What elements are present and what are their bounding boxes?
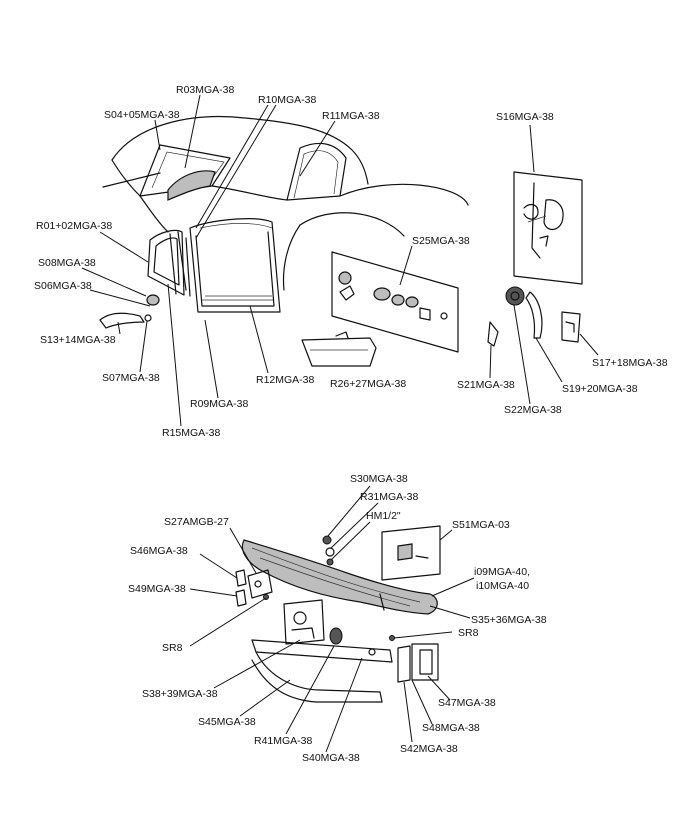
label-r01-02mga-38: R01+02MGA-38: [36, 220, 113, 232]
label-s13-14mga-38: S13+14MGA-38: [40, 334, 116, 346]
r26-pocket: [301, 331, 377, 367]
label-r41mga-38: R41MGA-38: [254, 735, 313, 747]
label-sr8-left: SR8: [162, 642, 183, 654]
label-s35-36mga-38: S35+36MGA-38: [471, 614, 547, 626]
s16-striker-plate: [513, 171, 583, 285]
label-r11mga-38: R11MGA-38: [322, 110, 380, 122]
label-s16mga-38: S16MGA-38: [496, 111, 554, 123]
label-i10mga-40: i10MGA-40: [476, 580, 530, 592]
car-body-illustration: [102, 115, 469, 313]
s25-lock-plate: [331, 251, 459, 353]
label-r03mga-38: R03MGA-38: [176, 84, 235, 96]
label-s49mga-38: S49MGA-38: [128, 583, 186, 595]
label-s06mga-38: S06MGA-38: [34, 280, 92, 292]
label-s48mga-38: S48MGA-38: [422, 722, 480, 734]
label-sr8-right: SR8: [458, 627, 479, 639]
leader-lines-lower: [189, 485, 475, 753]
label-hm1-2: HM1/2": [366, 510, 401, 522]
small-parts-upper-left: [99, 294, 160, 329]
label-s21mga-38: S21MGA-38: [457, 379, 515, 391]
door-lock-mechanism: [251, 599, 439, 703]
label-r31mga-38: R31MGA-38: [360, 491, 419, 503]
label-s17-18mga-38: S17+18MGA-38: [592, 357, 668, 369]
label-s30mga-38: S30MGA-38: [350, 473, 408, 485]
label-s47mga-38: S47MGA-38: [438, 697, 496, 709]
label-s25mga-38: S25MGA-38: [412, 235, 470, 247]
label-s07mga-38: S07MGA-38: [102, 372, 160, 384]
label-s19-20mga-38: S19+20MGA-38: [562, 383, 638, 395]
label-r09mga-38: R09MGA-38: [190, 398, 249, 410]
label-s27amgb-27: S27AMGB-27: [164, 516, 229, 528]
label-r26-27mga-38: R26+27MGA-38: [330, 378, 407, 390]
label-s38-39mga-38: S38+39MGA-38: [142, 688, 218, 700]
small-parts-upper-right: [487, 286, 581, 347]
label-r10mga-38: R10MGA-38: [258, 94, 317, 106]
label-s42mga-38: S42MGA-38: [400, 743, 458, 755]
label-s45mga-38: S45MGA-38: [198, 716, 256, 728]
label-r15mga-38: R15MGA-38: [162, 427, 221, 439]
hinge-parts: [235, 525, 441, 607]
leader-lines: [81, 94, 599, 427]
door-top-rail: [241, 539, 438, 615]
label-s04-05mga-38: S04+05MGA-38: [104, 109, 180, 121]
label-s22mga-38: S22MGA-38: [504, 404, 562, 416]
label-s46mga-38: S46MGA-38: [130, 545, 188, 557]
label-s08mga-38: S08MGA-38: [38, 257, 96, 269]
label-r12mga-38: R12MGA-38: [256, 374, 315, 386]
label-s40mga-38: S40MGA-38: [302, 752, 360, 764]
label-s51mga-03: S51MGA-03: [452, 519, 510, 531]
label-i09mga-40: i09MGA-40,: [474, 566, 531, 578]
